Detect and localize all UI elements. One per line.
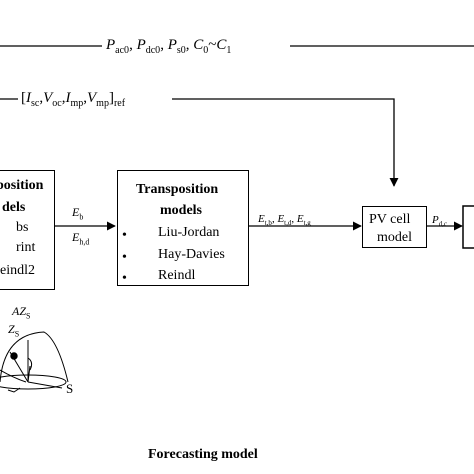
- sun-dot: [10, 352, 18, 360]
- bullet-icon: •: [122, 250, 127, 265]
- pv-output-label: Pd,c: [432, 214, 448, 229]
- decomposition-item: eindl2: [0, 263, 35, 278]
- decomposition-title-line2: dels: [2, 200, 26, 215]
- zenith-label: ZS: [8, 322, 20, 339]
- decomposition-title-line1: position: [0, 178, 44, 193]
- azimuth-label: AZS: [12, 304, 31, 321]
- ref-param-line-right: [172, 98, 399, 187]
- transposition-title-line1: Transposition: [136, 182, 219, 197]
- transposition-item-liu-jordan: Liu-Jordan: [158, 225, 220, 240]
- decomposition-item: bs: [16, 220, 29, 235]
- transposition-item-hay-davies: Hay-Davies: [158, 247, 225, 262]
- decomp-output-ehd: Eh,d: [72, 230, 90, 247]
- south-label: S: [66, 381, 74, 396]
- bullet-icon: •: [122, 271, 127, 286]
- sky-dome: [0, 331, 69, 383]
- pv-box-line2: model: [377, 230, 412, 245]
- ref-parameter-label: [Isc,Voc,Imp,Vmp]ref: [21, 90, 126, 109]
- decomposition-item: rint: [16, 240, 36, 255]
- top-parameter-label: Pac0, Pdc0, Ps0, C0~C1: [106, 37, 232, 56]
- decomposition-models-box: position dels bs rint eindl2: [0, 170, 55, 290]
- decomp-output-eb: Eb: [72, 205, 84, 222]
- transposition-item-reindl: Reindl: [158, 268, 196, 283]
- sun-geometry-sketch: [0, 331, 69, 393]
- bullet-icon: •: [122, 228, 127, 243]
- pv-box-line1: PV cell: [369, 212, 411, 227]
- forecasting-model-caption: Forecasting model: [148, 447, 258, 462]
- transposition-models-box: Transposition models • Liu-Jordan • Hay-…: [117, 170, 249, 286]
- next-box-partial: [462, 205, 474, 249]
- pv-cell-model-box: PV cell model: [362, 206, 427, 248]
- transposition-title-line2: models: [160, 203, 202, 218]
- trans-output-labels: Et,b, Et,d, Et,g: [258, 213, 311, 228]
